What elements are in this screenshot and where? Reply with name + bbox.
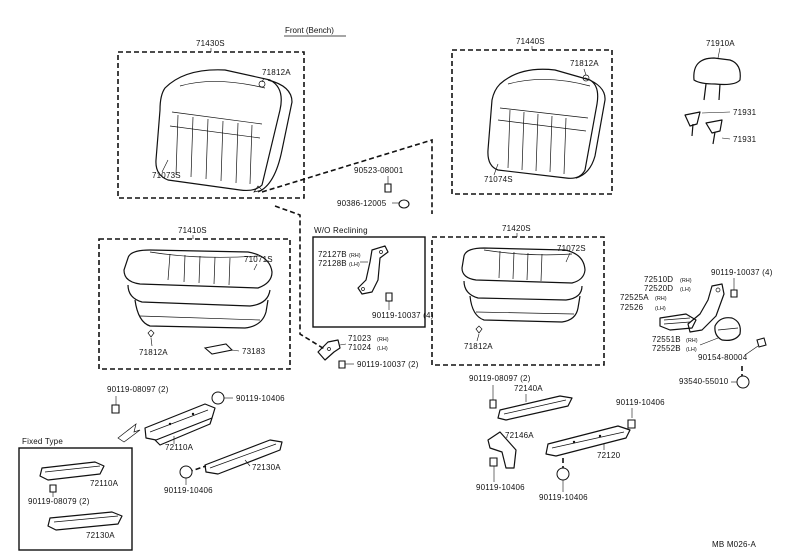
label-72128B-lh: (LH) xyxy=(349,262,360,268)
label-90119-10037-2: 90119-10037 (2) xyxy=(357,360,419,369)
label-72551B-rh: (RH) xyxy=(686,338,698,344)
headrest-group: 71910A 71931 71931 xyxy=(684,39,757,145)
label-73183: 73183 xyxy=(242,347,266,356)
label-71024: 71024 xyxy=(348,343,372,352)
label-71023: 71023 xyxy=(348,334,372,343)
label-71931-2: 71931 xyxy=(733,135,757,144)
backrest-right xyxy=(487,68,599,179)
label-71440S: 71440S xyxy=(516,37,545,46)
seat-back-right-group: 71440S 71812A 71074S xyxy=(451,37,613,195)
label-72526: 72526 xyxy=(620,303,644,312)
diagram-code: MB M026-A xyxy=(712,540,756,549)
label-90119-10406-5: 90119-10406 xyxy=(539,493,588,502)
label-71812A-1: 71812A xyxy=(262,68,291,77)
backrest-left xyxy=(155,69,282,192)
seat-track-left-group: 90119-08097 (2) 90119-10406 72110A 72130… xyxy=(107,385,285,495)
label-72525A-rh: (RH) xyxy=(655,296,667,302)
track-rail-1 xyxy=(144,403,216,441)
label-71910A: 71910A xyxy=(706,39,735,48)
track-rail-3 xyxy=(497,395,573,421)
fixed-type-box xyxy=(18,447,133,551)
hinge-71023-group: 71023 (RH) 71024 (LH) 90119-10037 (2) xyxy=(317,334,419,369)
label-71073S: 71073S xyxy=(152,171,181,180)
label-72120: 72120 xyxy=(597,451,621,460)
label-72110A-2: 72110A xyxy=(90,479,119,488)
cushion-left-top xyxy=(123,249,273,289)
label-72552B: 72552B xyxy=(652,344,681,353)
label-72130A-2: 72130A xyxy=(86,531,115,540)
headrest xyxy=(693,57,741,86)
cushion-right-top xyxy=(461,247,586,284)
label-71071S: 71071S xyxy=(244,255,273,264)
label-72110A-1: 72110A xyxy=(165,443,194,452)
label-90523-08001: 90523-08001 xyxy=(354,166,404,175)
recliner-lower xyxy=(659,313,697,331)
label-72552B-lh: (LH) xyxy=(686,347,697,353)
label-71074S: 71074S xyxy=(484,175,513,184)
label-71430S: 71430S xyxy=(196,39,225,48)
label-72510D: 72510D xyxy=(644,275,673,284)
fixed-type-group: Fixed Type 72110A 90119-08079 (2) 72130A xyxy=(18,437,133,551)
wo-reclining-box xyxy=(312,236,426,328)
label-72520D: 72520D xyxy=(644,284,673,293)
label-90386-12005: 90386-12005 xyxy=(337,199,387,208)
label-72551B: 72551B xyxy=(652,335,681,344)
label-72127B-rh: (RH) xyxy=(349,253,361,259)
label-fixed-type: Fixed Type xyxy=(22,437,63,446)
track-rail-4 xyxy=(545,425,631,457)
hinge-bracket xyxy=(357,245,389,295)
seat-track-right-group: 90119-08097 (2) 72140A 72146A 90119-1040… xyxy=(469,374,665,502)
label-71812A-2: 71812A xyxy=(570,59,599,68)
seat-cushion-right-box xyxy=(431,236,605,366)
seat-cushion-right-group: 71420S 71072S 71812A xyxy=(431,224,605,366)
label-72130A-1: 72130A xyxy=(252,463,281,472)
seat-cushion-left-box xyxy=(98,238,291,370)
label-71420S: 71420S xyxy=(502,224,531,233)
label-wo-reclining: W/O Reclining xyxy=(314,226,368,235)
diagram-title: Front (Bench) xyxy=(285,26,334,35)
label-90119-08097-right: 90119-08097 (2) xyxy=(469,374,531,383)
label-72128B: 72128B xyxy=(318,259,347,268)
label-90119-10406-1: 90119-10406 xyxy=(236,394,285,403)
label-90119-10037-wo: 90119-10037 (4) xyxy=(372,311,434,320)
label-72525A: 72525A xyxy=(620,293,649,302)
label-71024-lh: (LH) xyxy=(377,346,388,352)
label-90119-10037-4: 90119-10037 (4) xyxy=(711,268,773,277)
track-rail-2 xyxy=(204,439,283,475)
recliner-group: 72510D (RH) 72520D (LH) 90119-10037 (4) … xyxy=(620,268,773,389)
label-71812A-3: 71812A xyxy=(139,348,168,357)
label-72526-lh: (LH) xyxy=(655,306,666,312)
seat-back-right-box xyxy=(451,49,613,195)
label-93540-55010: 93540-55010 xyxy=(679,377,729,386)
label-71410S: 71410S xyxy=(178,226,207,235)
recliner-knob xyxy=(714,317,741,341)
label-71023-rh: (RH) xyxy=(377,337,389,343)
label-90119-08079: 90119-08079 (2) xyxy=(28,497,90,506)
label-72520D-lh: (LH) xyxy=(680,287,691,293)
recliner-arm xyxy=(687,283,725,333)
label-71931-1: 71931 xyxy=(733,108,757,117)
label-90154-80004: 90154-80004 xyxy=(698,353,748,362)
label-72510D-rh: (RH) xyxy=(680,278,692,284)
seat-back-left-group: 71430S 71812A 71073S xyxy=(117,39,305,199)
label-71072S: 71072S xyxy=(557,244,586,253)
label-72140A: 72140A xyxy=(514,384,543,393)
label-72146A: 72146A xyxy=(505,431,534,440)
wo-reclining-group: W/O Reclining 72127B (RH) 72128B (LH) 90… xyxy=(312,226,434,328)
label-90119-10406-3: 90119-10406 xyxy=(476,483,525,492)
label-72127B: 72127B xyxy=(318,250,347,259)
track-bracket xyxy=(487,431,517,469)
label-90119-10406-4: 90119-10406 xyxy=(616,398,665,407)
label-90119-10406-2: 90119-10406 xyxy=(164,486,213,495)
label-71812A-4: 71812A xyxy=(464,342,493,351)
seat-cushion-left-group: 71410S 71071S 71812A 73183 xyxy=(98,226,291,370)
bolt-group-center: 90523-08001 90386-12005 xyxy=(337,166,410,209)
label-90119-08097-left: 90119-08097 (2) xyxy=(107,385,169,394)
